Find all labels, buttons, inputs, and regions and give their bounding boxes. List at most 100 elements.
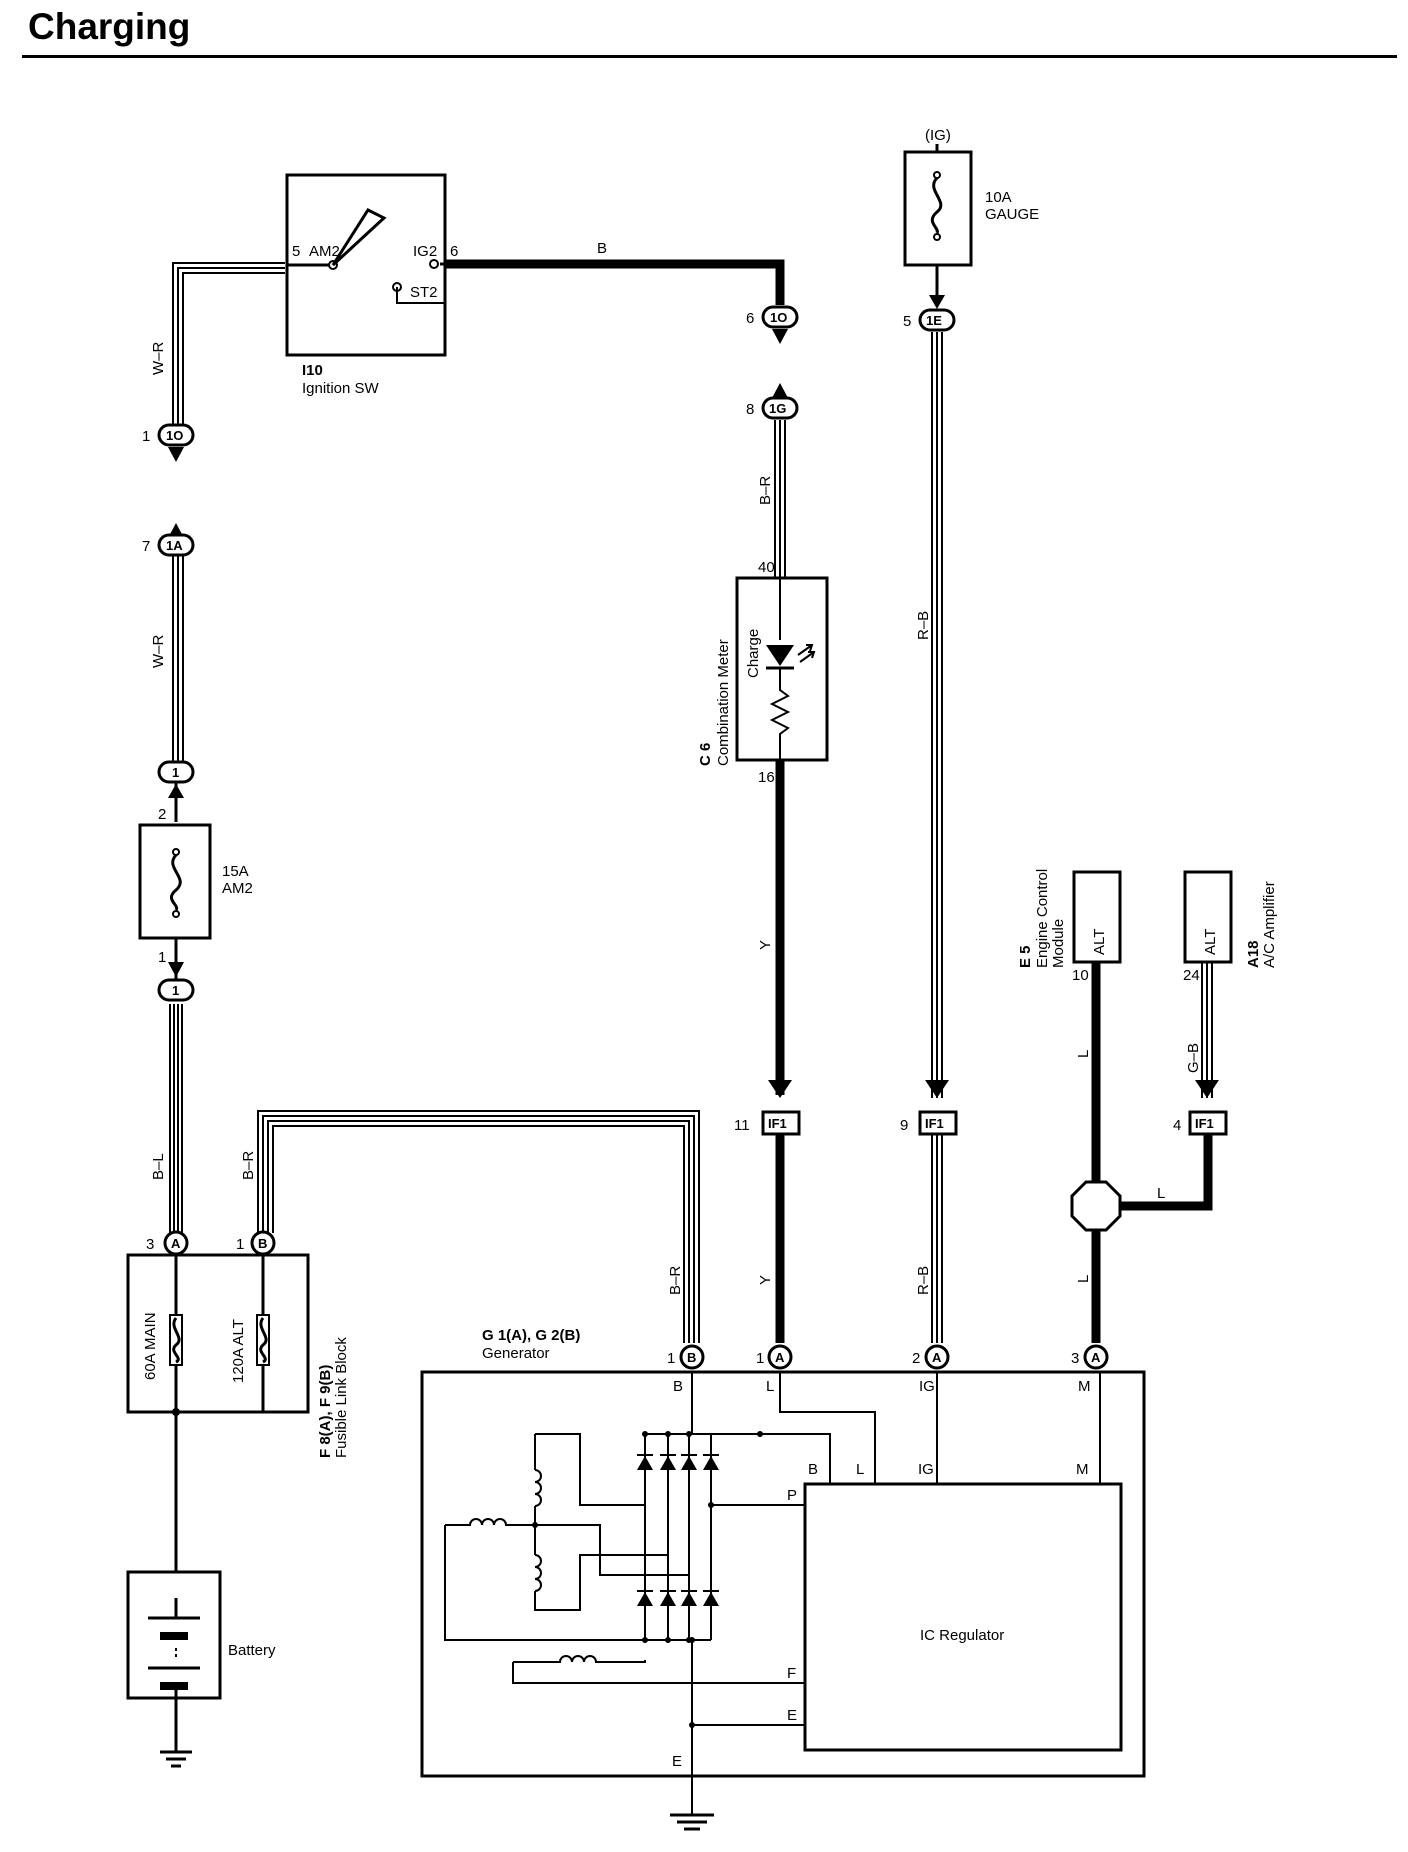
svg-text:1O: 1O <box>770 310 787 325</box>
svg-text:1A: 1A <box>166 538 183 553</box>
wire-b-l <box>169 1004 183 1233</box>
ig-pin-am2: 5 <box>292 243 300 260</box>
label-b-l: B–L <box>150 1153 167 1180</box>
svg-text:1O: 1O <box>166 428 183 443</box>
fuse-main-label: 60A MAIN <box>142 1312 159 1380</box>
connector-1-upper: 1 <box>157 760 195 798</box>
label-w-r-top: W–R <box>150 342 167 376</box>
flb-connector-b: B 1 <box>236 1230 276 1256</box>
splice-point <box>1070 1180 1122 1232</box>
ig-code: I10 <box>302 362 323 379</box>
gen-connector-m: A 3 <box>1071 1344 1109 1370</box>
ig-name: Ignition SW <box>302 380 380 397</box>
gen-term-ig: IG <box>919 1378 935 1395</box>
svg-text:A: A <box>171 1236 181 1251</box>
connector-1o-left: 1O 1 <box>142 423 195 462</box>
svg-text:1: 1 <box>172 983 179 998</box>
ecm-name-line1: Engine Control <box>1034 869 1051 968</box>
svg-text:3: 3 <box>1071 1350 1079 1367</box>
ig-pin-ig2: 6 <box>450 243 458 260</box>
flb-connector-a: A 3 <box>146 1230 189 1256</box>
svg-text:1: 1 <box>236 1236 244 1253</box>
reg-term-m: M <box>1076 1461 1089 1478</box>
generator-name: Generator <box>482 1345 550 1362</box>
connector-if1-rb: IF1 9 <box>900 1080 958 1136</box>
label-r-b-upper: R–B <box>915 611 932 640</box>
ignition-switch: 5 AM2 IG2 6 ST2 I10 Ignition SW <box>285 173 458 397</box>
fuse-gauge-rating: 10A <box>985 189 1012 206</box>
svg-text:5: 5 <box>903 313 911 330</box>
gen-connector-l: A 1 <box>756 1344 793 1370</box>
connector-1e: 1E 5 <box>903 295 956 332</box>
label-y-lower: Y <box>757 1275 774 1285</box>
wire-b-r-meter <box>774 420 786 578</box>
fuse-am2: 15A AM2 2 1 <box>138 806 253 966</box>
fusible-link-block: 60A MAIN 120A ALT F 8(A), F 9(B) Fusible… <box>126 1253 350 1458</box>
ac-amp-name: A/C Amplifier <box>1261 881 1278 968</box>
fuse-am2-pin-top: 2 <box>158 806 166 823</box>
ac-amplifier: ALT A18 A/C Amplifier 24 <box>1183 870 1278 984</box>
fuse-alt-label: 120A ALT <box>230 1319 247 1383</box>
svg-text:7: 7 <box>142 538 150 555</box>
gen-term-l: L <box>766 1378 774 1395</box>
page-title: Charging <box>28 6 191 47</box>
svg-text:1: 1 <box>756 1350 764 1367</box>
wire-b-bold <box>445 259 785 305</box>
label-l-upper: L <box>1075 1050 1092 1058</box>
svg-text:1: 1 <box>142 428 150 445</box>
ig-term-am2: AM2 <box>309 243 340 260</box>
ig-term-st2: ST2 <box>410 284 438 301</box>
wire-b-r-generator <box>257 1110 700 1343</box>
label-w-r-mid: W–R <box>150 635 167 669</box>
label-l-lower: L <box>1075 1275 1092 1283</box>
gen-term-e: E <box>672 1753 682 1770</box>
ac-amp-terminal: ALT <box>1202 929 1219 955</box>
connector-if1-gb: IF1 4 <box>1173 1080 1228 1136</box>
svg-text:B: B <box>258 1236 267 1251</box>
svg-text:8: 8 <box>746 401 754 418</box>
fuse-am2-pin-bottom: 1 <box>158 949 166 966</box>
connector-if1-y: IF1 11 <box>734 1080 801 1136</box>
wire-w-r-mid <box>172 555 184 762</box>
reg-term-ig: IG <box>918 1461 934 1478</box>
wire-g-b <box>1201 962 1213 1098</box>
svg-text:B: B <box>687 1350 696 1365</box>
flb-name: Fusible Link Block <box>333 1337 350 1458</box>
reg-term-b: B <box>808 1461 818 1478</box>
meter-code: C 6 <box>697 743 714 766</box>
generator-code: G 1(A), G 2(B) <box>482 1327 580 1344</box>
ecm-name-line2: Module <box>1050 919 1067 968</box>
svg-text:9: 9 <box>900 1117 908 1134</box>
regulator-label: IC Regulator <box>920 1627 1004 1644</box>
svg-text:4: 4 <box>1173 1117 1181 1134</box>
label-y-upper: Y <box>757 940 774 950</box>
gen-term-b: B <box>673 1378 683 1395</box>
meter-lamp-label: Charge <box>745 629 762 678</box>
svg-text:A: A <box>775 1350 785 1365</box>
label-b-top: B <box>597 240 607 257</box>
svg-text:11: 11 <box>734 1117 750 1134</box>
fuse-am2-rating: 15A <box>222 863 249 880</box>
svg-text:1G: 1G <box>769 401 786 416</box>
meter-name: Combination Meter <box>715 639 732 766</box>
connector-1o-mid: 1O 6 <box>746 305 799 344</box>
reg-term-l: L <box>856 1461 864 1478</box>
battery-label: Battery <box>228 1642 276 1659</box>
meter-pin-bottom: 16 <box>758 769 775 786</box>
ac-amp-code: A18 <box>1245 940 1262 968</box>
ground-battery <box>160 1750 192 1768</box>
label-r-b-lower: R–B <box>915 1266 932 1295</box>
wire-l-branch <box>1096 1135 1213 1211</box>
ig-term-ig2: IG2 <box>413 243 437 260</box>
meter-pin-top: 40 <box>758 559 775 576</box>
connector-1g: 1G 8 <box>746 383 799 420</box>
label-b-r-gen: B–R <box>667 1266 684 1295</box>
ecm-pin: 10 <box>1072 967 1089 984</box>
svg-text:1E: 1E <box>926 313 942 328</box>
label-b-r-fl: B–R <box>240 1151 257 1180</box>
flb-code: F 8(A), F 9(B) <box>317 1365 334 1458</box>
gen-connector-ig: A 2 <box>912 1344 950 1370</box>
svg-text:IF1: IF1 <box>925 1116 944 1131</box>
gen-term-m: M <box>1078 1378 1091 1395</box>
